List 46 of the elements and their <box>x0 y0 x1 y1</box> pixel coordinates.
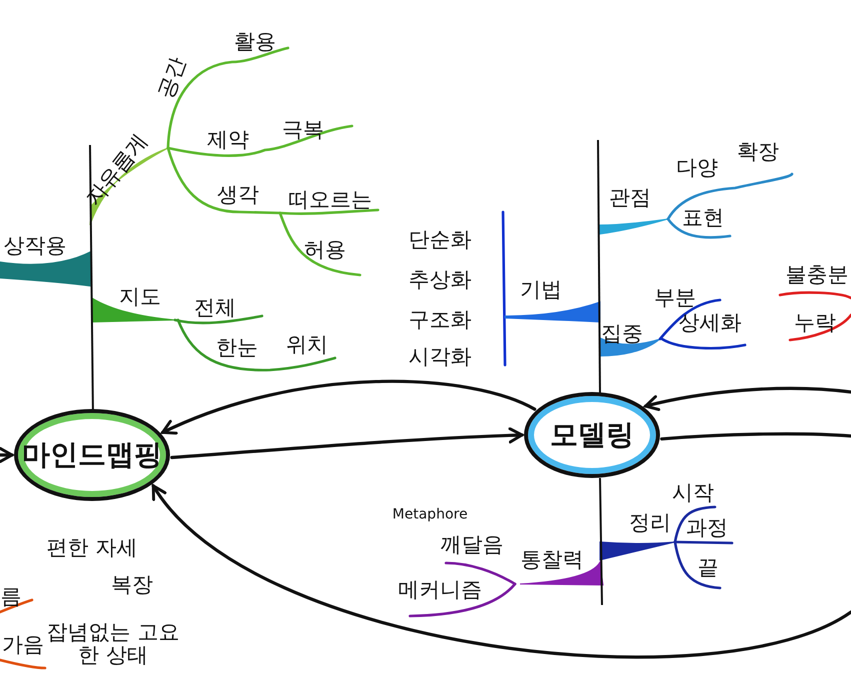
topic-label: Metaphore <box>392 507 468 523</box>
topic-label: 지도 <box>119 285 161 309</box>
topic-label: 름 <box>0 585 22 609</box>
topic-label: 관점 <box>609 186 651 210</box>
topic-ellipse: 마인드맵핑 <box>14 409 170 501</box>
topic-label: 부분 <box>654 286 696 310</box>
topic-label: 복장 <box>111 573 153 597</box>
topic-label: 활용 <box>234 30 276 54</box>
topic-label: 집중 <box>601 322 643 346</box>
topic-label: 떠오르는 <box>288 188 372 212</box>
topic-label: 극복 <box>282 118 324 142</box>
arrow <box>161 380 536 436</box>
topic-label: 위치 <box>286 333 328 357</box>
topic-label: 단순화 <box>408 228 472 252</box>
topic-ellipse: 모델링 <box>524 392 660 478</box>
topic-label: 상작용 <box>4 234 66 258</box>
topic-label: 생각 <box>217 183 259 207</box>
topic-label: 허용 <box>304 238 346 262</box>
topic-label: 전체 <box>194 296 236 320</box>
topic-label: 확장 <box>737 140 779 164</box>
topic-label: 누락 <box>794 311 836 335</box>
topic-label: 기법 <box>520 278 562 302</box>
topic-label: 상세화 <box>678 311 742 335</box>
topic-label: 편한 자세 <box>46 536 138 560</box>
topic-label: 과정 <box>686 516 728 540</box>
topic-label: 추상화 <box>408 268 472 292</box>
topic-label: 메커니즘 <box>398 578 482 602</box>
arrow <box>644 386 851 412</box>
topic-label: 가음 <box>2 633 44 657</box>
topic-label: 다양 <box>676 156 718 180</box>
arrow <box>0 446 14 464</box>
topic-label: 한눈 <box>216 336 258 360</box>
topic-label: 깨달음 <box>440 533 504 557</box>
topic-label: 끝 <box>698 556 718 580</box>
topic-label: 잡념없는 고요한 상태 <box>46 620 180 668</box>
topic-label: 통찰력 <box>520 548 584 572</box>
arrow <box>152 484 851 659</box>
arrow <box>170 427 524 460</box>
topic-label: 공간 <box>154 54 190 102</box>
topic-label: 정리 <box>629 511 671 535</box>
topic-label: 시작 <box>672 481 714 505</box>
topic-label: 구조화 <box>408 308 472 332</box>
topic-label: 시각화 <box>408 345 472 369</box>
topic-label: 제약 <box>207 128 249 152</box>
topic-label: 표현 <box>682 206 724 230</box>
topic-label: 불충분 <box>786 263 848 287</box>
